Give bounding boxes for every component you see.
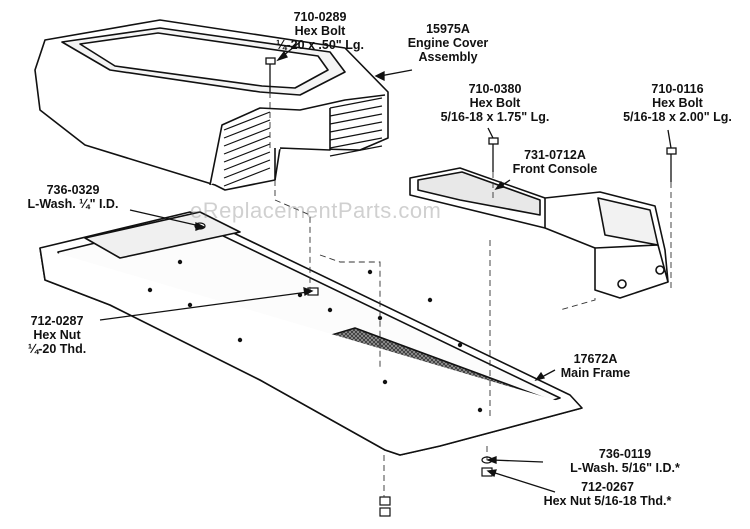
callout-710-0289: 710-0289 Hex Bolt ¼-20 x .50" Lg. [265,10,375,52]
part-name: Hex Nut [33,328,81,342]
part-name: L-Wash. 5/16" I.D.* [570,461,680,475]
part-name: L-Wash. ¼" I.D. [27,197,119,211]
part-name: Front Console [512,162,598,176]
part-number: 15975A [426,22,470,36]
callout-710-0380: 710-0380 Hex Bolt 5/16-18 x 1.75" Lg. [435,82,555,124]
part-number: 710-0116 [651,82,704,96]
assembly-lines [269,92,672,497]
callout-736-0119: 736-0119 L-Wash. 5/16" I.D.* [540,447,710,475]
watermark: eReplacementParts.com [190,198,442,223]
part-spec: 5/16-18 x 1.75" Lg. [440,110,550,124]
hex-bolt-710-0116 [666,147,677,182]
part-name: Hex Bolt [469,96,521,110]
callout-17672a: 17672A Main Frame [553,352,638,380]
callout-15975a: 15975A Engine Cover Assembly [398,22,498,64]
engine-cover-assembly [34,19,389,191]
part-number: 710-0380 [468,82,522,96]
part-spec: ¼-20 Thd. [27,342,87,356]
part-number: 17672A [573,352,618,366]
part-number: 731-0712A [524,148,586,162]
leader-lines [99,41,672,493]
front-console [409,167,669,299]
callout-712-0267: 712-0267 Hex Nut 5/16-18 Thd.* [500,480,715,508]
part-number: 712-0267 [581,480,634,494]
part-number: 736-0119 [598,447,652,461]
hex-nut-712-0267 [379,467,493,517]
main-frame [39,211,583,456]
part-name: Main Frame [560,366,631,380]
part-number: 712-0287 [30,314,84,328]
part-number: 736-0329 [46,183,100,197]
part-number: 710-0289 [293,10,347,24]
part-spec: ¼-20 x .50" Lg. [276,38,364,52]
part-spec: 5/16-18 x 2.00" Lg. [623,110,732,124]
part-name: Hex Nut 5/16-18 Thd.* [543,494,672,508]
part-name: Hex Bolt [294,24,346,38]
hex-bolt-710-0289 [265,57,276,92]
part-name: Hex Bolt [652,96,703,110]
part-name-cont: Assembly [418,50,478,64]
callout-710-0116: 710-0116 Hex Bolt 5/16-18 x 2.00" Lg. [615,82,740,124]
callout-712-0287: 712-0287 Hex Nut ¼-20 Thd. [12,314,102,356]
part-name: Engine Cover [407,36,489,50]
hex-bolt-710-0380 [488,137,499,172]
callout-736-0329: 736-0329 L-Wash. ¼" I.D. [8,183,138,211]
callout-731-0712a: 731-0712A Front Console [505,148,605,176]
